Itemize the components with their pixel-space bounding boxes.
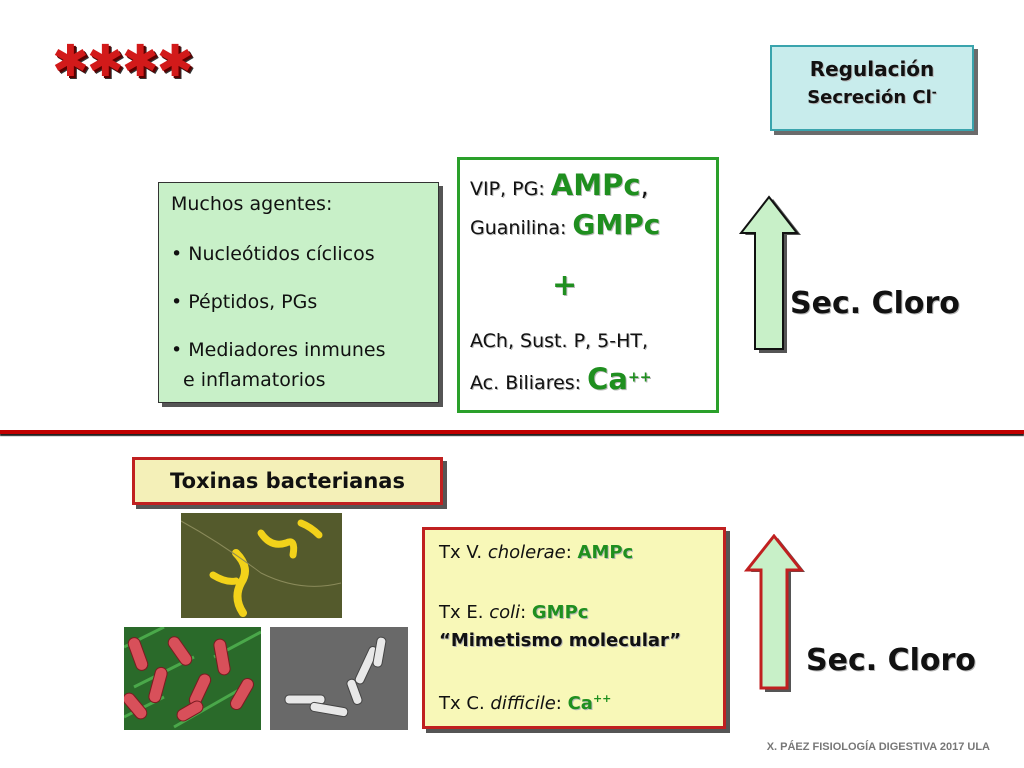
- agents-item: • Péptidos, PGs: [171, 291, 318, 313]
- toxin-value-gmpc: GMPc: [531, 602, 589, 623]
- messenger-line-3: ACh, Sust. P, 5-HT,: [470, 330, 648, 352]
- messenger-line-1-suffix: ,: [640, 172, 649, 202]
- agents-box: Muchos agentes: • Nucleótidos cíclicos •…: [158, 182, 439, 403]
- agents-item: • Mediadores inmunes: [171, 339, 386, 361]
- messenger-line-2-prefix: Guanilina:: [470, 217, 573, 239]
- messenger-line-1: VIP, PG: AMPc,: [470, 168, 649, 202]
- messenger-gmpc: GMPc: [572, 208, 661, 241]
- up-arrow-icon: [743, 534, 805, 692]
- regulation-box: Regulación Secreción Cl-: [770, 45, 974, 131]
- toxin-species: coli: [489, 602, 521, 623]
- messenger-line-4-prefix: Ac. Biliares:: [470, 372, 588, 394]
- toxin-row: Tx E. coli: GMPc: [439, 602, 588, 623]
- agents-heading: Muchos agentes:: [171, 193, 333, 215]
- toxin-sep: :: [520, 602, 532, 623]
- bottom-sec-cloro: Sec. Cloro: [806, 643, 976, 678]
- agents-item: e inflamatorios: [183, 369, 326, 391]
- toxin-value-ampc: AMPc: [577, 542, 634, 563]
- agents-item: • Nucleótidos cíclicos: [171, 243, 375, 265]
- messenger-line-4: Ac. Biliares: Ca++: [470, 362, 651, 396]
- toxin-prefix: Tx E.: [439, 602, 490, 623]
- toxin-species: difficile: [490, 693, 556, 714]
- ecoli-micrograph: [124, 627, 261, 730]
- cdifficile-micrograph: [270, 627, 408, 730]
- messenger-plus: +: [552, 268, 578, 303]
- toxin-row: Tx V. cholerae: AMPc: [439, 542, 633, 563]
- regulation-subtitle-text: Secreción Cl: [807, 87, 932, 108]
- toxin-sep: :: [555, 693, 568, 714]
- footer-credit: X. PÁEZ FISIOLOGÍA DIGESTIVA 2017 ULA: [766, 741, 990, 753]
- top-sec-cloro: Sec. Cloro: [790, 286, 960, 321]
- toxin-species: cholerae: [487, 542, 566, 563]
- regulation-title: Regulación: [809, 57, 935, 81]
- regulation-subtitle-sup: -: [931, 85, 937, 99]
- regulation-subtitle: Secreción Cl-: [772, 85, 972, 108]
- messenger-ampc: AMPc: [550, 168, 641, 202]
- toxin-value-ca-sup: ++: [592, 692, 612, 705]
- separator-line: [0, 430, 1024, 434]
- toxin-prefix: Tx C.: [439, 693, 491, 714]
- messenger-line-1-prefix: VIP, PG:: [470, 178, 551, 200]
- toxin-sep: :: [565, 542, 578, 563]
- toxins-label: Toxinas bacterianas: [132, 457, 443, 505]
- up-arrow-icon: [738, 195, 801, 353]
- toxin-mimic: “Mimetismo molecular”: [439, 630, 682, 651]
- toxin-row: Tx C. difficile: Ca++: [439, 692, 611, 714]
- messenger-line-2: Guanilina: GMPc: [470, 208, 660, 241]
- messenger-ca-sup: ++: [628, 369, 652, 386]
- toxins-box: Tx V. cholerae: AMPc Tx E. coli: GMPc “M…: [422, 527, 726, 729]
- title-stars: ✱✱✱✱: [52, 36, 193, 87]
- toxin-value-ca: Ca: [567, 693, 593, 714]
- messengers-box: VIP, PG: AMPc, Guanilina: GMPc + ACh, Su…: [457, 157, 719, 413]
- vibrio-micrograph: [181, 513, 342, 618]
- messenger-ca: Ca: [587, 362, 628, 396]
- toxin-prefix: Tx V.: [439, 542, 488, 563]
